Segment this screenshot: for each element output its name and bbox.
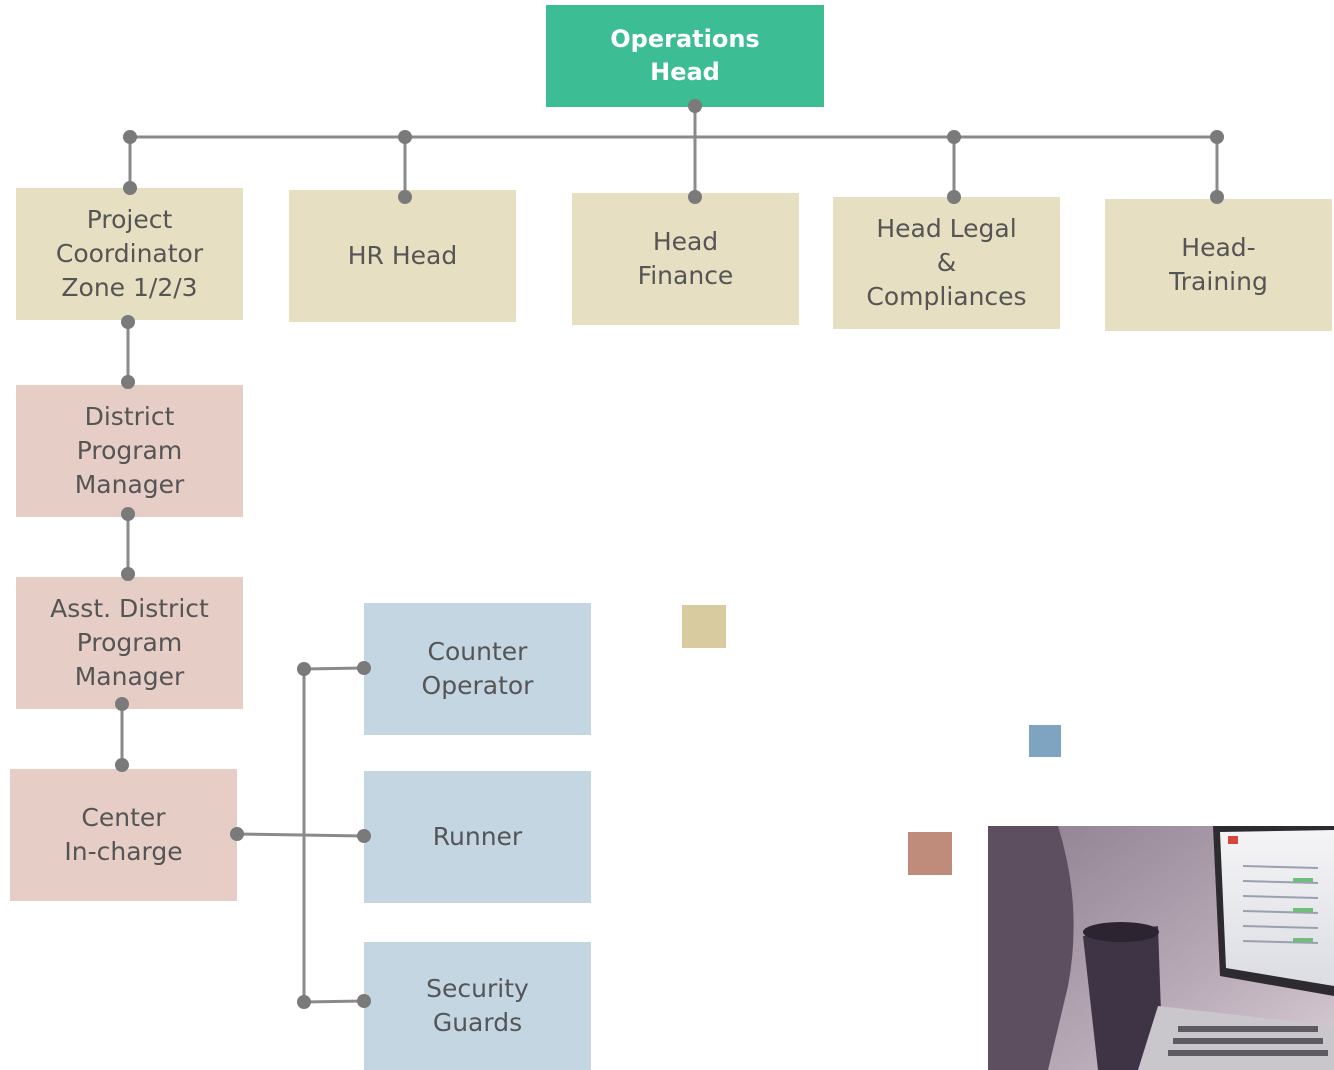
node-head-finance: Head Finance <box>572 193 799 325</box>
node-project-coordinator: Project Coordinator Zone 1/2/3 <box>16 188 243 320</box>
connector-dot <box>398 130 412 144</box>
swatch-tan <box>682 605 726 648</box>
node-center-incharge: Center In-charge <box>10 769 237 901</box>
node-runner: Runner <box>364 771 591 903</box>
node-security-guards: Security Guards <box>364 942 591 1070</box>
node-hr-head: HR Head <box>289 190 516 322</box>
node-head-legal: Head Legal & Compliances <box>833 197 1060 329</box>
connector-dot <box>297 662 311 676</box>
connector-dot <box>123 130 137 144</box>
connector-dot <box>297 995 311 1009</box>
node-head-training: Head- Training <box>1105 199 1332 331</box>
swatch-rose <box>908 832 952 875</box>
connector-dot <box>1210 130 1224 144</box>
node-asst-district-program-manager: Asst. District Program Manager <box>16 577 243 709</box>
node-counter-operator: Counter Operator <box>364 603 591 735</box>
swatch-blue <box>1029 725 1061 757</box>
connector-line <box>303 999 365 1004</box>
laptop-photo <box>988 826 1334 1070</box>
node-district-program-manager: District Program Manager <box>16 385 243 517</box>
connector-line <box>236 832 365 838</box>
connector-line <box>303 666 365 671</box>
connector-dot <box>947 130 961 144</box>
node-operations-head: Operations Head <box>546 5 824 107</box>
